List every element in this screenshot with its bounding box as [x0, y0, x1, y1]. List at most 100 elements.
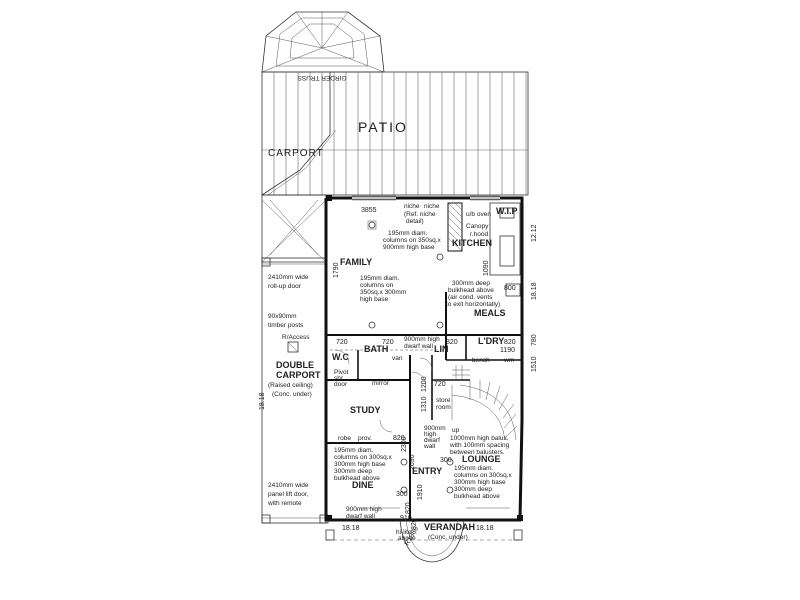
store-label-1: store — [436, 397, 451, 404]
family-col-note-2: columns on 350sq.x — [383, 237, 442, 244]
family-dim-720: 720 — [382, 339, 394, 346]
access-label: R/Access — [282, 334, 310, 341]
house-walls — [324, 195, 524, 563]
lounge-label: LOUNGE — [462, 454, 501, 464]
family-dwarf-2: dwarf wall — [404, 343, 433, 350]
bath-dim: 720 — [336, 339, 348, 346]
laundry-bench: bench — [472, 357, 490, 364]
family-side-dim: 1790 — [333, 262, 340, 278]
stair-up: up — [452, 427, 460, 434]
carport-label: CARPORT — [268, 148, 324, 159]
dine-room: 195mm diam. columns on 300sq.x 300mm hig… — [334, 436, 424, 500]
prov-label: prov. — [358, 435, 372, 442]
family-col-note-b4: high base — [360, 296, 389, 303]
kitchen-room: W.I.P u/b oven Canopy r.hood KITCHEN 12.… — [452, 206, 538, 292]
carport-side-dim: 18.18 — [259, 392, 266, 410]
lounge-col-5: bulkhead above — [454, 493, 500, 500]
study-dim-1200: 1200 — [421, 376, 428, 392]
entry-dim-720: 720 — [434, 381, 446, 388]
pergola-grid — [262, 72, 528, 195]
dine-col-5: bulkhead above — [334, 475, 380, 482]
wet-areas: 720 BATH van W.C Pivot shr door mirror 8… — [332, 334, 538, 388]
roller-door-label-2: roll-up door — [268, 283, 302, 290]
entry-label: ENTRY — [412, 466, 442, 476]
misc-dim-910: 910 — [400, 515, 412, 522]
study-room: STUDY 1310 1200 store room robe prov. — [338, 376, 451, 442]
patio-pergola: GIRDER TRUSS PATIO CARPORT — [261, 11, 529, 196]
study-label: STUDY — [350, 405, 381, 415]
laundry-dim-1190: 1190 — [500, 347, 515, 354]
laundry-label: L'DRY — [478, 336, 504, 346]
lounge-col-1: 195mm diam. — [454, 465, 494, 472]
kitchen-right-dim: 12.12 — [531, 224, 538, 242]
niche-ref: (Ref. niche — [404, 211, 436, 218]
timber-posts-label-1: 90x90mm — [268, 313, 297, 320]
meals-room: 300mm deep bulkhead above (air cond. ven… — [446, 280, 538, 318]
lounge-room: up 1000mm high balus. with 100mm spacing… — [440, 427, 513, 500]
meals-label: MEALS — [474, 308, 506, 318]
balus-note-2: with 100mm spacing — [449, 442, 510, 449]
kitchen-wip: W.I.P — [496, 206, 518, 216]
bath-van: van — [392, 355, 403, 362]
wc-pivot-2: shr — [334, 375, 344, 382]
wc-pivot-3: door — [334, 381, 348, 388]
meals-bulk-1: 300mm deep — [452, 280, 490, 287]
dine-dim-2300: 2300 — [401, 436, 408, 452]
entry-dim-820: 820 — [393, 435, 405, 442]
meals-side-dim: 18.18 — [531, 282, 538, 300]
bath-label: BATH — [364, 344, 388, 354]
roller-door-label-1: 2410mm wide — [268, 274, 309, 281]
meals-bulk-3: (air cond. vents — [448, 294, 493, 301]
meals-bulk-4: to exit horizontally) — [446, 301, 500, 308]
misc-dim-820-a: 820 — [405, 502, 412, 514]
double-carport-title-2: CARPORT — [276, 370, 321, 380]
lounge-col-3: 300mm high base — [454, 479, 506, 486]
meals-bulk-2: bulkhead above — [448, 287, 494, 294]
verandah-dwarf-2: dwarf wall — [346, 513, 375, 520]
dine-dim-300: 300 — [396, 491, 408, 498]
niche-detail: detail) — [406, 218, 424, 225]
wc-pivot-1: Pivot — [334, 369, 349, 376]
kitchen-uboven: u/b oven — [466, 211, 491, 218]
panel-door-label-3: with remote — [267, 500, 302, 507]
laundry-side-1: 1510 — [531, 356, 538, 372]
laundry-dim-820: 820 — [504, 339, 516, 346]
verandah-note: (Conc. under) — [428, 534, 468, 541]
entry-room: 720 820 900mm high dwarf wall ENTRY — [393, 381, 446, 476]
family-room: 3855 niche niche (Ref. niche detail) 195… — [333, 203, 442, 350]
panel-door-label-1: 2410mm wide — [268, 482, 309, 489]
entry-dwarf-3: dwarf — [424, 437, 440, 444]
dine-dim-2690: 2690 — [409, 454, 416, 470]
niche-label-1: niche — [404, 203, 420, 210]
carport-conc-note: (Conc. under) — [272, 391, 312, 398]
verandah-dim-right: 18.18 — [476, 525, 494, 532]
hilite-label-2: above — [398, 535, 416, 542]
store-label-2: room — [436, 404, 451, 411]
verandah-dim-left: 18.18 — [342, 525, 360, 532]
kitchen-dim-800: 800 — [504, 285, 516, 292]
family-top-dim: 3855 — [361, 207, 377, 214]
carport-ceiling-note: (Raised ceiling) — [268, 382, 313, 389]
wc-label: W.C — [332, 352, 349, 362]
laundry-wm: wm — [503, 357, 514, 364]
lounge-dim-300: 300 — [440, 457, 452, 464]
timber-posts-label-2: timber posts — [268, 322, 304, 329]
study-dim-1310: 1310 — [421, 396, 428, 412]
dine-label: DINE — [352, 480, 374, 490]
entry-dwarf-2: high — [424, 431, 437, 438]
family-label: FAMILY — [340, 257, 372, 267]
girder-truss-label: GIRDER TRUSS — [297, 74, 347, 81]
family-col-note-b3: 350sq.x 300mm — [360, 289, 406, 296]
hilite-label-1: hi-lite — [396, 529, 412, 536]
entry-dwarf-4: wall — [423, 443, 436, 450]
patio-label: PATIO — [358, 119, 408, 135]
dine-col-1: 195mm diam. — [334, 447, 374, 454]
family-col-note-1: 195mm diam. — [388, 230, 428, 237]
balus-note-3: between balusters. — [450, 449, 505, 456]
balus-note-1: 1000mm high balus. — [450, 435, 509, 442]
misc-dim-820-b: 820 — [411, 518, 418, 530]
family-col-note-b2: columns on — [360, 282, 394, 289]
gazebo-rafters — [261, 11, 385, 73]
family-dwarf-1: 900mm high — [404, 336, 440, 343]
